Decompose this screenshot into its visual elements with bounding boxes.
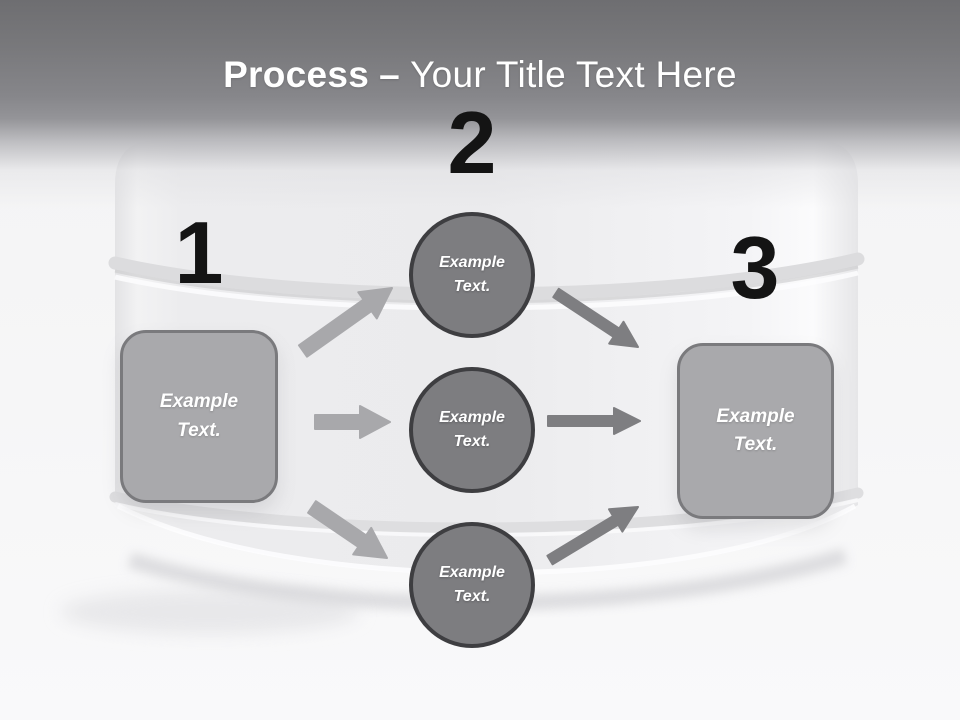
slide-title: Process – Your Title Text Here [0, 54, 960, 96]
title-bold-text: Process [223, 54, 370, 95]
left-soft-shadow [60, 590, 360, 634]
title-separator: – [379, 54, 401, 95]
left-process-box: Example Text. [120, 330, 278, 503]
step-number-3: 3 [730, 218, 780, 317]
right-process-box-label: Example Text. [716, 405, 795, 456]
step-number-2: 2 [447, 93, 497, 192]
title-rest-text: Your Title Text Here [410, 54, 737, 95]
right-process-box: Example Text. [677, 343, 834, 519]
process-circle-top: Example Text. [409, 212, 535, 338]
process-circle-middle-label: Example Text. [439, 409, 505, 450]
arrow-left-top [298, 287, 393, 358]
arrow-right-bottom [546, 506, 639, 566]
left-process-box-label: Example Text. [159, 391, 239, 441]
step-number-1: 1 [174, 203, 224, 302]
process-circle-bottom-label: Example Text. [439, 564, 505, 605]
arrow-left-middle [314, 405, 391, 439]
process-circle-bottom: Example Text. [409, 522, 535, 648]
arrow-left-bottom [307, 500, 388, 559]
arrow-right-middle [547, 407, 641, 435]
process-circle-top-label: Example Text. [439, 254, 505, 295]
process-circle-middle: Example Text. [409, 367, 535, 493]
arrow-right-top [552, 287, 639, 348]
